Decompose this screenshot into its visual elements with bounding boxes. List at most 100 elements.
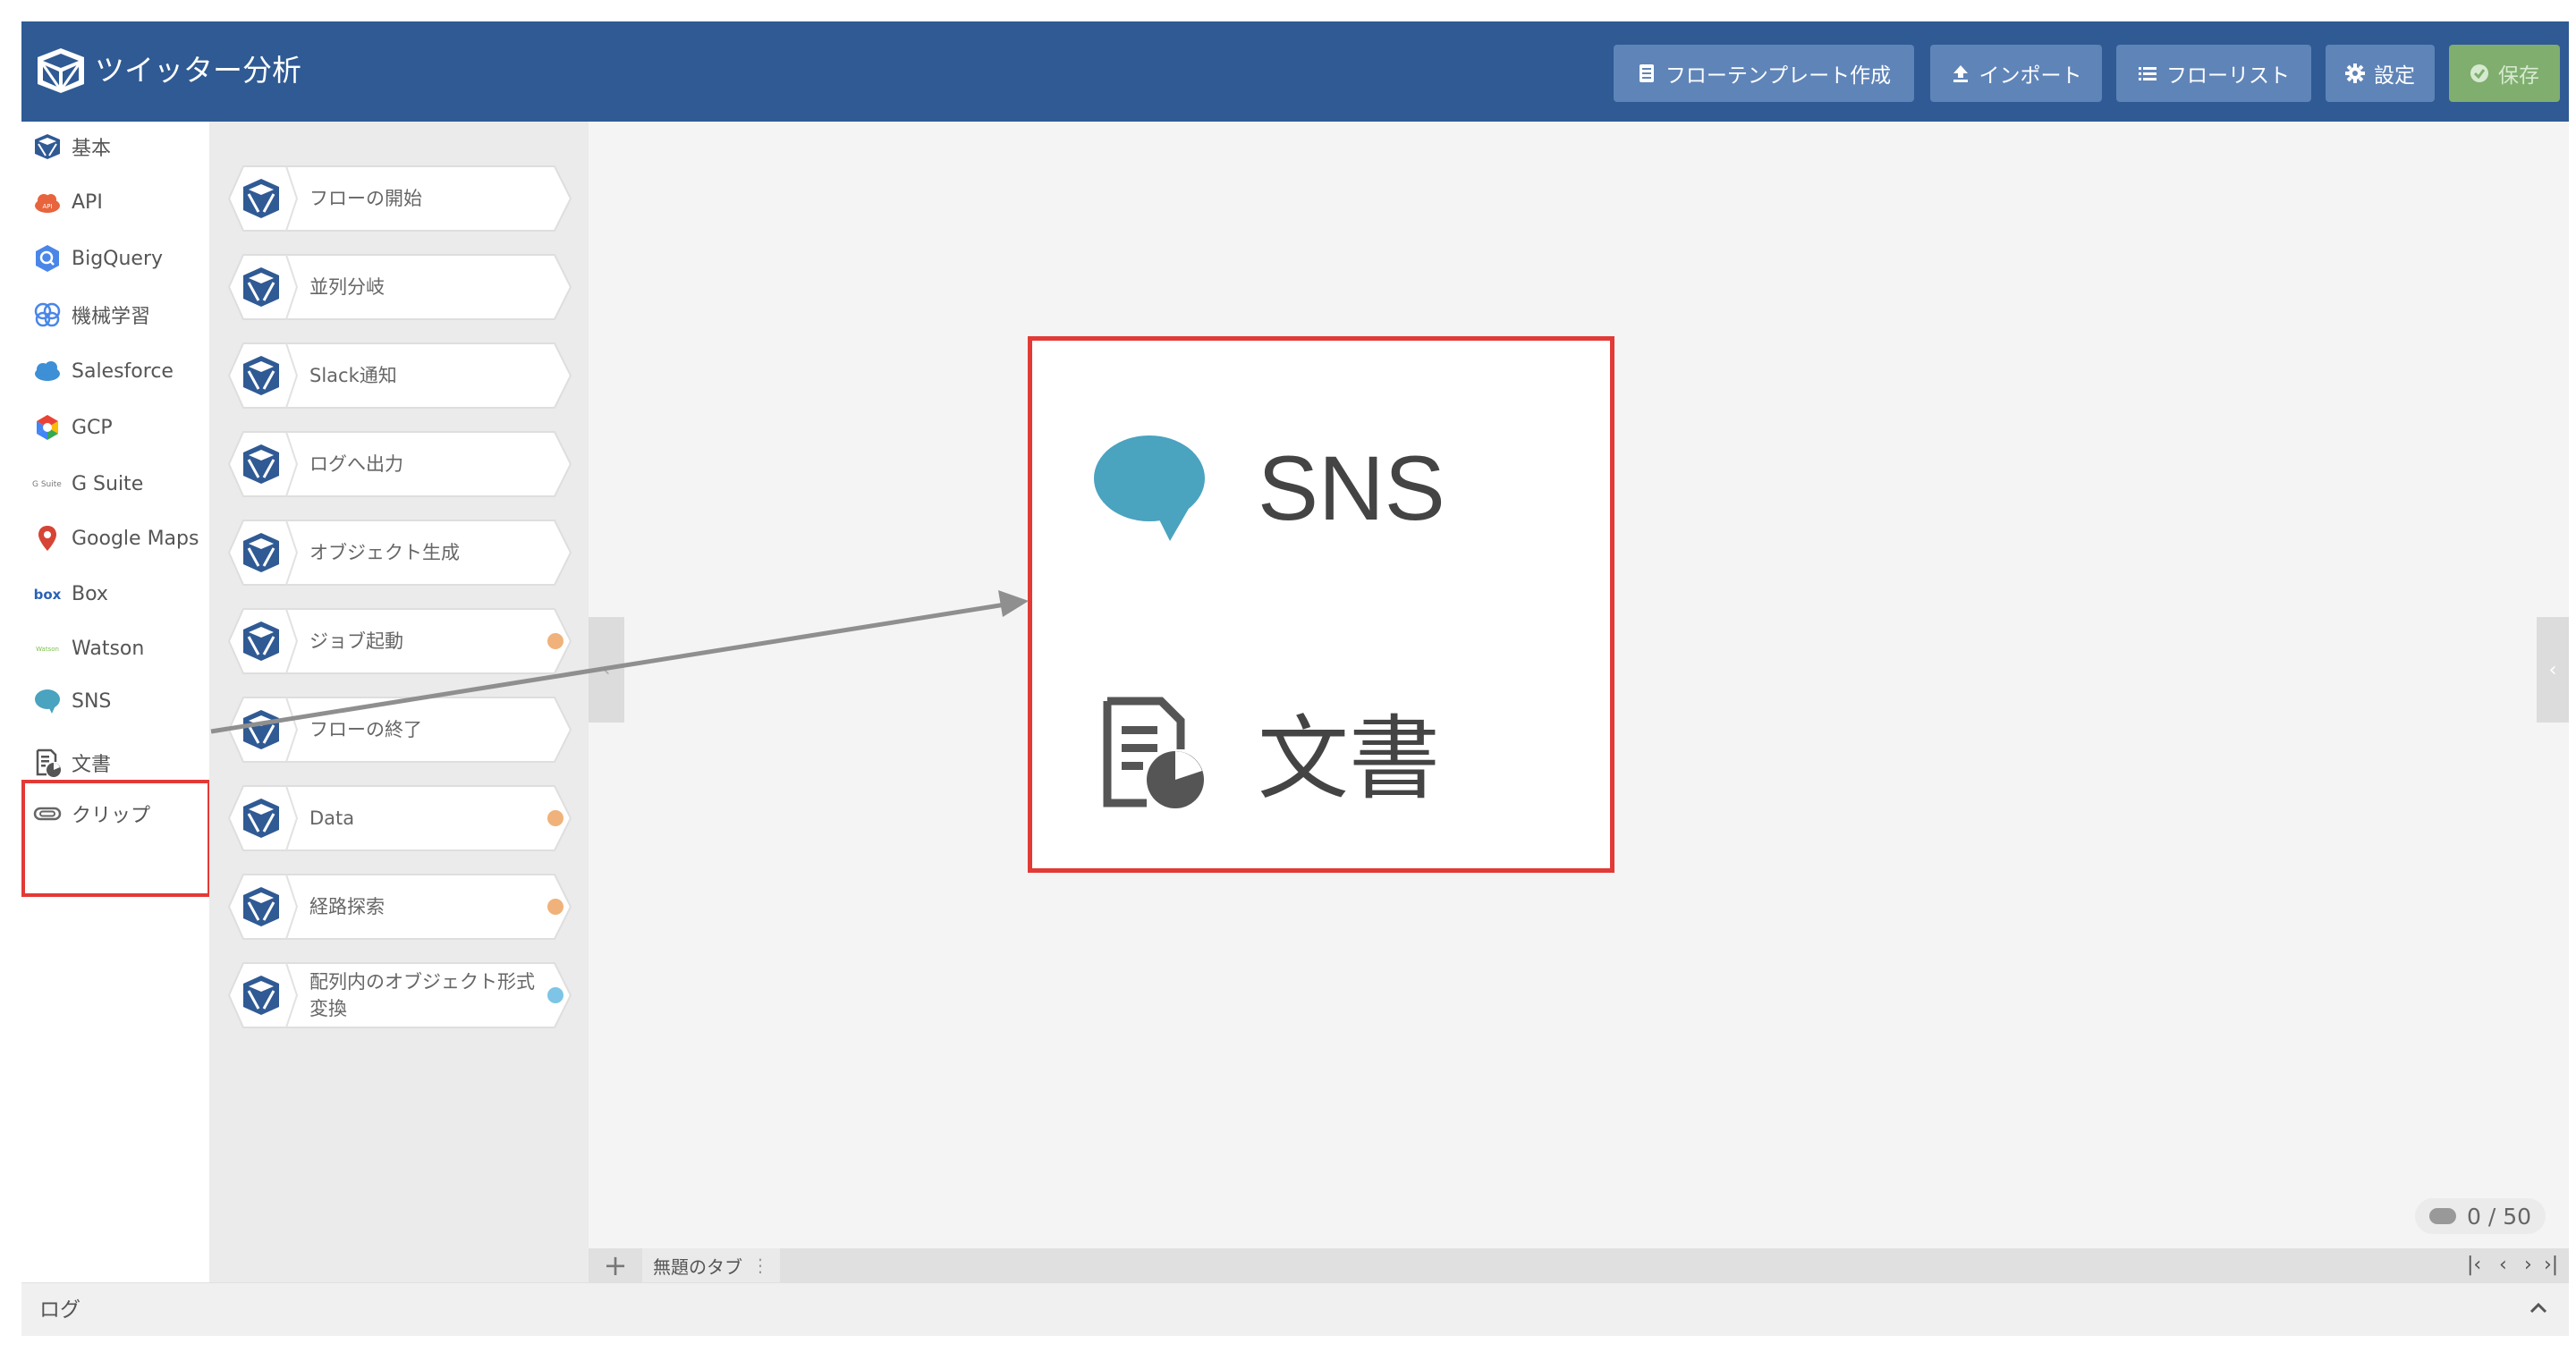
node-label: 経路探索 bbox=[309, 896, 385, 917]
upload-icon bbox=[1953, 65, 1968, 82]
node-label: ログへ出力 bbox=[309, 453, 403, 475]
watson-icon: Watson bbox=[36, 646, 59, 653]
svg-text:G Suite: G Suite bbox=[32, 480, 62, 489]
flow-logo-icon bbox=[243, 267, 279, 307]
palette-node[interactable]: オブジェクト生成 bbox=[227, 517, 574, 588]
header-bar: ツイッター分析 フローテンプレート作成 インポート フローリスト 設定 保存 bbox=[21, 21, 2569, 122]
flow-logo-icon bbox=[35, 134, 60, 159]
sns-document-highlight bbox=[21, 780, 211, 897]
last-tab-button[interactable]: ›| bbox=[2544, 1254, 2559, 1276]
status-dot bbox=[547, 899, 564, 915]
flow-list-label: フローリスト bbox=[2166, 64, 2290, 88]
category-bigquery[interactable]: BigQuery bbox=[21, 233, 209, 283]
flow-logo-icon bbox=[243, 444, 279, 484]
first-tab-button[interactable]: |‹ bbox=[2467, 1254, 2482, 1276]
gsuite-icon: G Suite bbox=[32, 480, 62, 489]
log-label: ログ bbox=[39, 1298, 80, 1322]
category-label: G Suite bbox=[72, 472, 144, 495]
node-palette: フローの開始並列分岐 Slack通知ログへ出力オブジェクト生成ジョブ起動フローの終… bbox=[209, 122, 589, 1302]
add-tab-button[interactable]: + bbox=[603, 1248, 628, 1282]
chevron-left-icon: ‹ bbox=[2548, 658, 2557, 681]
category-clip[interactable]: クリップ bbox=[21, 789, 209, 839]
prev-tab-button[interactable]: ‹ bbox=[2499, 1254, 2507, 1276]
create-flow-template-button[interactable]: フローテンプレート作成 bbox=[1614, 45, 1914, 102]
node-label-line: 配列内のオブジェクト形式 bbox=[309, 971, 535, 993]
counter-pill-icon bbox=[2429, 1208, 2456, 1224]
node-shape bbox=[227, 785, 572, 851]
node-shape bbox=[227, 520, 572, 586]
svg-text:box: box bbox=[34, 587, 62, 603]
palette-node[interactable]: フローの終了 bbox=[227, 694, 574, 765]
check-circle-icon bbox=[2470, 64, 2488, 82]
list-icon bbox=[2139, 67, 2157, 80]
node-shape bbox=[227, 962, 572, 1028]
tab-bar: + 無題のタブ ⋮ |‹ ‹ › ›| bbox=[589, 1248, 2569, 1282]
flow-logo-icon bbox=[243, 887, 279, 926]
category-machine-learning[interactable]: 機械学習 bbox=[21, 290, 209, 340]
category-google-maps[interactable]: Google Maps bbox=[21, 513, 209, 563]
palette-node[interactable]: ログへ出力 bbox=[227, 428, 574, 500]
tab-untitled[interactable]: 無題のタブ ⋮ bbox=[642, 1248, 780, 1282]
flow-list-button[interactable]: フローリスト bbox=[2116, 45, 2311, 102]
palette-node[interactable]: フローの開始 bbox=[227, 163, 574, 234]
category-salesforce[interactable]: Salesforce bbox=[21, 346, 209, 396]
node-label: フローの開始 bbox=[309, 188, 422, 209]
template-icon bbox=[1639, 64, 1654, 82]
flow-logo-icon bbox=[243, 710, 279, 749]
category-label: 基本 bbox=[72, 138, 112, 160]
category-label: Box bbox=[72, 582, 108, 605]
node-label: 配列内のオブジェクト形式変換 bbox=[309, 959, 535, 1031]
settings-button[interactable]: 設定 bbox=[2326, 45, 2435, 102]
import-button[interactable]: インポート bbox=[1930, 45, 2102, 102]
box-icon: box bbox=[34, 587, 62, 603]
brain-icon bbox=[34, 302, 61, 327]
category-label: API bbox=[72, 190, 103, 214]
category-watson[interactable]: Watson Watson bbox=[21, 623, 209, 673]
category-document[interactable]: 文書 bbox=[21, 738, 209, 788]
palette-node[interactable]: 経路探索 bbox=[227, 871, 574, 943]
api-cloud-icon: API bbox=[35, 194, 60, 213]
palette-node[interactable]: Slack通知 bbox=[227, 340, 574, 411]
flow-logo-icon bbox=[243, 621, 279, 661]
category-label: 文書 bbox=[72, 754, 112, 776]
save-button[interactable]: 保存 bbox=[2449, 45, 2560, 102]
settings-label: 設定 bbox=[2374, 64, 2415, 88]
zoom-item-sns: SNS bbox=[1091, 430, 1445, 546]
category-label: Salesforce bbox=[72, 359, 174, 383]
save-label: 保存 bbox=[2498, 64, 2539, 88]
category-sns[interactable]: SNS bbox=[21, 676, 209, 726]
status-dot bbox=[547, 633, 564, 649]
gcp-icon bbox=[37, 415, 58, 440]
category-label: 機械学習 bbox=[72, 306, 151, 328]
palette-node[interactable]: Data bbox=[227, 782, 574, 854]
tab-menu-icon[interactable]: ⋮ bbox=[751, 1255, 769, 1276]
zoom-item-document: 文書 bbox=[1091, 686, 1440, 817]
palette-node[interactable]: 並列分岐 bbox=[227, 251, 574, 323]
category-label: Watson bbox=[72, 637, 145, 660]
expand-right-panel-handle[interactable]: ‹ bbox=[2537, 617, 2569, 723]
node-shape bbox=[227, 874, 572, 940]
category-gcp[interactable]: GCP bbox=[21, 402, 209, 452]
chevron-up-icon[interactable] bbox=[2526, 1296, 2551, 1321]
node-label: オブジェクト生成 bbox=[309, 542, 460, 563]
category-sidebar: 基本 API API BigQuery 機械学習 Salesforce GCP … bbox=[21, 122, 211, 1302]
collapse-palette-handle[interactable]: ‹ bbox=[589, 617, 624, 723]
node-label: 並列分岐 bbox=[309, 276, 385, 298]
map-pin-icon bbox=[38, 526, 56, 551]
flow-logo-icon bbox=[243, 799, 279, 838]
speech-bubble-icon bbox=[35, 689, 60, 714]
next-tab-button[interactable]: › bbox=[2524, 1254, 2532, 1276]
log-panel-bar[interactable]: ログ bbox=[21, 1282, 2569, 1336]
category-label: SNS bbox=[72, 689, 112, 713]
category-box[interactable]: box Box bbox=[21, 569, 209, 619]
zoom-label: 文書 bbox=[1258, 708, 1440, 810]
zoom-callout: SNS 文書 bbox=[1028, 336, 1614, 873]
node-shape bbox=[227, 254, 572, 320]
document-chart-icon bbox=[36, 748, 61, 777]
category-gsuite[interactable]: G Suite G Suite bbox=[21, 459, 209, 509]
category-api[interactable]: API API bbox=[21, 177, 209, 227]
category-basic[interactable]: 基本 bbox=[21, 122, 209, 172]
node-shape bbox=[227, 431, 572, 497]
palette-node[interactable]: ジョブ起動 bbox=[227, 605, 574, 677]
palette-node[interactable]: 配列内のオブジェクト形式変換 bbox=[227, 959, 574, 1031]
